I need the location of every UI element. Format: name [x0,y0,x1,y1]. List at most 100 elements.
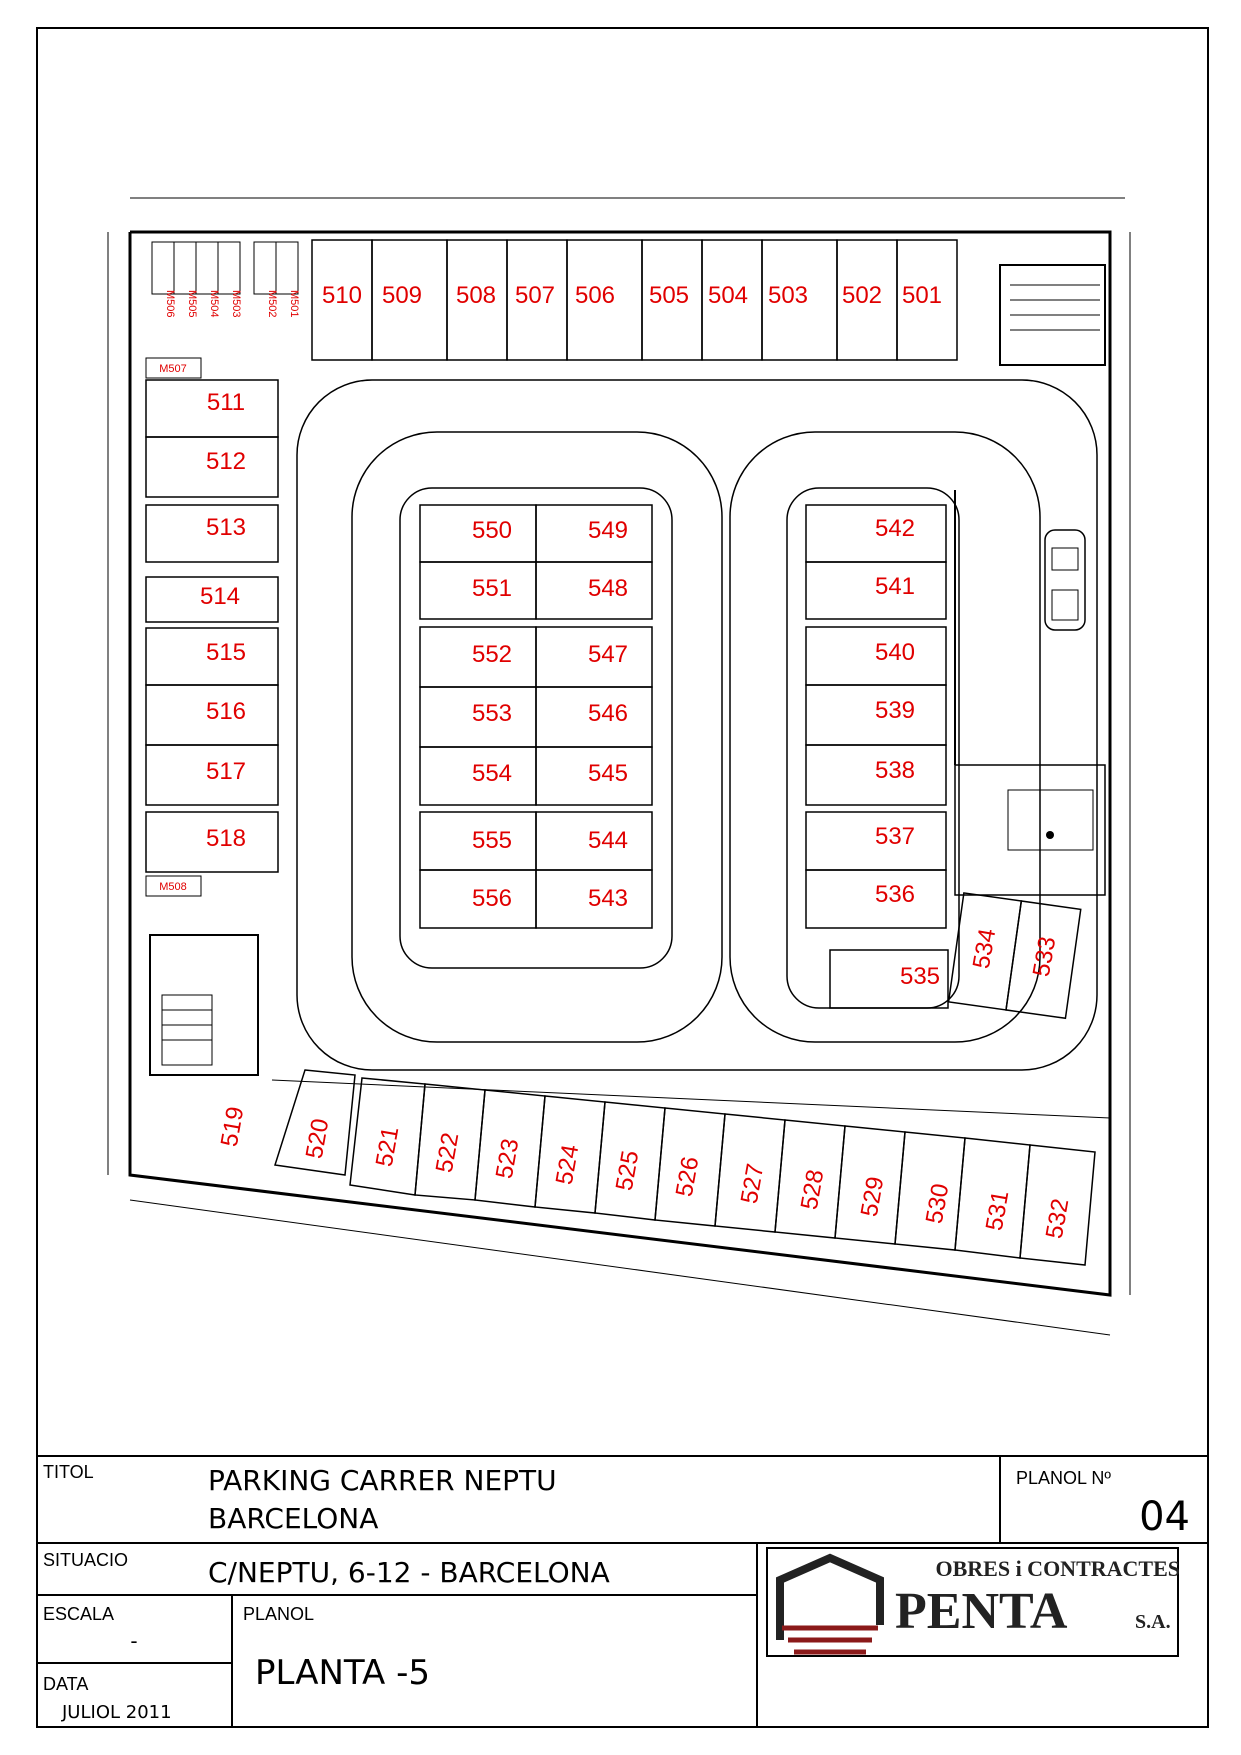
space-label: 553 [472,700,512,727]
planol-value: PLANTA -5 [255,1653,430,1693]
space-label: 505 [649,282,689,309]
space-label: 533 [1028,935,1062,979]
space-label: 511 [207,389,245,416]
space-label: 538 [875,757,915,784]
top-row-boxes [311,239,958,361]
space-label: 531 [981,1189,1015,1233]
space-label: 517 [206,758,246,785]
inner-loop-left [351,431,723,1043]
space-label: 547 [588,641,628,668]
planol-no-label: PLANOL Nº [1016,1468,1111,1488]
space-label: 543 [588,885,628,912]
center-island [399,487,673,969]
space-label: 527 [736,1162,770,1206]
space-label: 509 [382,282,422,309]
moto-label: M508 [159,881,187,893]
floor-plan [107,197,1131,1336]
moto-label: M506 [164,290,176,318]
space-label: 504 [708,282,748,309]
space-label: 523 [491,1137,525,1181]
moto-label: M505 [186,290,198,318]
space-label: 551 [472,575,512,602]
space-label: 555 [472,827,512,854]
angled-boxes [947,892,1082,1020]
space-label: 503 [768,282,808,309]
logo-frame [766,1547,1179,1657]
bottom-dimension-line [129,1199,1111,1336]
logo-suffix: S.A. [1135,1611,1171,1633]
penta-logo-icon [776,1553,884,1655]
space-label: 524 [551,1143,585,1187]
space-label: 526 [671,1155,705,1199]
space-label: 532 [1041,1197,1075,1241]
titol-line2: BARCELONA [208,1502,378,1535]
space-label: 529 [856,1175,890,1219]
space-label: 512 [206,448,246,475]
pump-room [954,764,1106,896]
space-label: 507 [515,282,555,309]
title-block: TITOL PARKING CARRER NEPTU BARCELONA PLA… [37,1455,1208,1727]
car-symbol [1044,529,1086,631]
building-outline [128,230,1112,1297]
m508-box [145,875,202,897]
data-value: JULIOL 2011 [61,1702,172,1723]
space-label: 516 [206,698,246,725]
space-label: 501 [902,282,942,309]
space-label: 510 [322,282,362,309]
space-label: 542 [875,515,915,542]
moto-label: M502 [266,290,278,318]
space-label: 556 [472,885,512,912]
space-label: 518 [206,825,246,852]
space-label: 522 [431,1131,465,1175]
moto-label: M501 [288,290,300,318]
left-column-boxes [145,379,279,873]
stair-core-right [999,264,1106,366]
situacio-label: SITUACIO [43,1550,128,1570]
right-island [786,487,960,1009]
space-label: 540 [875,639,915,666]
moto-label: M503 [230,290,242,318]
moto-label: M504 [208,290,220,318]
space-label: 520 [301,1117,335,1161]
moto-label: M507 [159,363,187,375]
space-label: 549 [588,517,628,544]
space-label: 536 [875,881,915,908]
space-label: 515 [206,639,246,666]
space-label: 546 [588,700,628,727]
space-label: 541 [875,573,915,600]
space-label: 519 [216,1105,250,1149]
space-label: 544 [588,827,628,854]
logo-top-text: OBRES i CONTRACTES [935,1556,1180,1581]
m507-box [145,357,202,379]
lane-line-bottom [271,1079,1111,1119]
escala-label: ESCALA [43,1604,114,1624]
logo-name: PENTA [895,1583,1068,1640]
bottom-row-boxes [274,1069,1096,1266]
escala-value: - [130,1629,137,1653]
space-label: 550 [472,517,512,544]
inner-loop-right [729,431,1041,1043]
titol-label: TITOL [43,1462,94,1482]
space-label: 525 [611,1149,645,1193]
space-label: 528 [796,1168,830,1212]
moto-boxes [145,241,299,897]
situacio-value: C/NEPTU, 6-12 - BARCELONA [208,1556,610,1589]
titol-line1: PARKING CARRER NEPTU [208,1464,557,1497]
space-label: 513 [206,514,246,541]
sheet-border [36,27,1209,1728]
outer-drive-loop [296,379,1098,1071]
space-label: 534 [968,927,1002,971]
space-label: 530 [921,1182,955,1226]
space-labels: 510 509 508 507 506 505 504 503 502 501 … [159,282,1074,1241]
planol-no: 04 [1139,1494,1190,1540]
planol-label: PLANOL [243,1604,314,1624]
space-label: 514 [200,583,240,610]
space-label: 552 [472,641,512,668]
space-label: 545 [588,760,628,787]
space-label: 539 [875,697,915,724]
space-label: 502 [842,282,882,309]
space-label: 506 [575,282,615,309]
center-boxes [419,504,653,929]
data-label: DATA [43,1674,88,1694]
